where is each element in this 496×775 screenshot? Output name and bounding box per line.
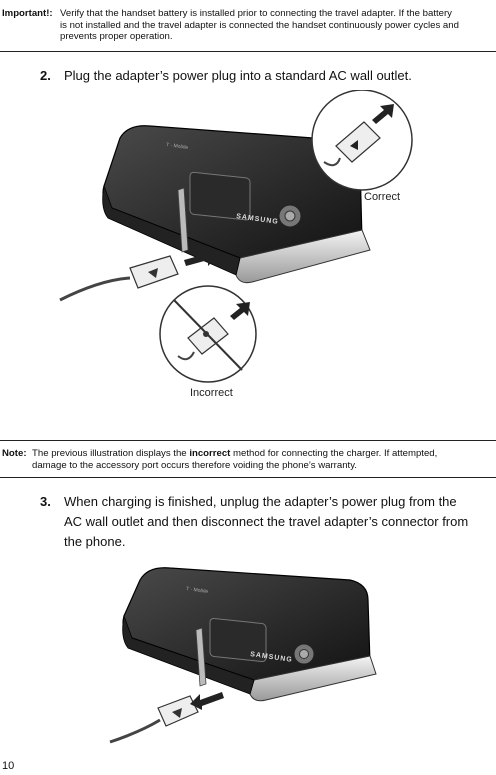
important-text-line3: prevents proper operation. [60, 31, 173, 42]
phone-illustration: SAMSUNG T · Mobile [102, 125, 371, 284]
correct-label: Correct [364, 191, 400, 203]
divider-note-top [0, 440, 496, 441]
note-text-bold: incorrect [189, 448, 231, 459]
divider-note-bottom [0, 477, 496, 478]
important-label: Important!: [2, 8, 53, 19]
step-3-number: 3. [40, 494, 51, 509]
note-text-after: method for connecting the charger. If at… [230, 448, 438, 459]
phone-carrier-text-2: T · Mobile [186, 586, 209, 595]
figure-charger-connection: SAMSUNG T · Mobile Correct Incorrect [59, 90, 413, 399]
step-3: 3. When charging is finished, unplug the… [0, 492, 496, 552]
step-3-text-line3: the phone. [64, 534, 126, 549]
plug-illustration-2 [109, 692, 224, 744]
note-text-line1: The previous illustration displays the i… [32, 448, 437, 460]
divider-top [0, 51, 496, 52]
note-text-line2: damage to the accessory port occurs ther… [32, 459, 357, 471]
phone-carrier-text: T · Mobile [166, 142, 189, 151]
page-number: 10 [2, 760, 15, 772]
step-2-text: Plug the adapter’s power plug into a sta… [64, 68, 412, 83]
important-text-line1: Verify that the handset battery is insta… [60, 8, 452, 19]
step-3-text-line2: AC wall outlet and then disconnect the t… [64, 514, 469, 529]
plug-illustration [59, 248, 218, 302]
step-2-number: 2. [40, 68, 51, 83]
note-label: Note: [2, 448, 27, 459]
step-3-text-line1: When charging is finished, unplug the ad… [64, 494, 457, 509]
incorrect-label: Incorrect [190, 387, 233, 399]
phone-illustration-2: SAMSUNG T · Mobile [122, 567, 377, 702]
incorrect-inset: Incorrect [159, 285, 257, 399]
figure-charger-disconnect: SAMSUNG T · Mobile [109, 567, 377, 744]
note-block: Note: The previous illustration displays… [2, 448, 492, 472]
important-note: Important!: Verify that the handset batt… [2, 8, 492, 44]
important-text-line2: is not installed and the travel adapter … [60, 19, 459, 31]
correct-inset: Correct [311, 90, 413, 203]
note-text-before: The previous illustration displays the [32, 448, 190, 459]
